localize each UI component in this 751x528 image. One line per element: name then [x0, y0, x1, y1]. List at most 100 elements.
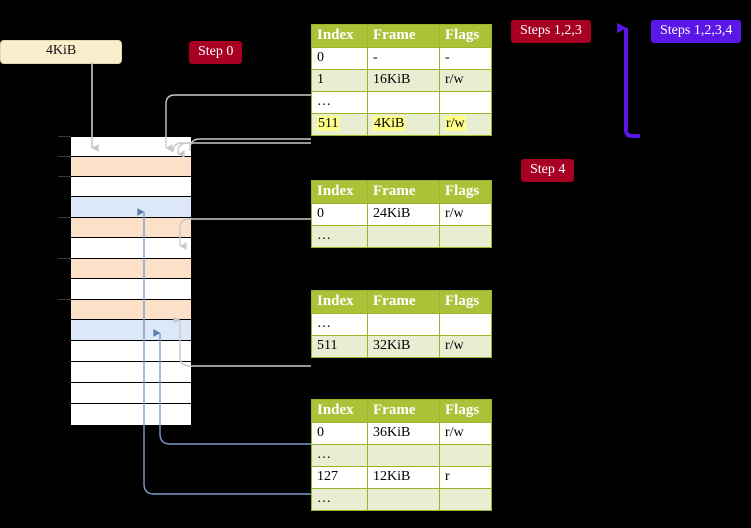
column-header: Frame: [367, 180, 440, 204]
table-cell: …: [311, 313, 368, 336]
table-cell: 36KiB: [367, 422, 440, 445]
page-box-4kib: 4KiB: [0, 40, 122, 64]
table-cell: [367, 488, 440, 511]
table-cell: 16KiB: [367, 69, 440, 92]
memory-frame-row: [71, 320, 191, 341]
connector-frame-4kib: [177, 142, 311, 158]
table-cell: …: [311, 91, 368, 114]
table-cell: -: [367, 47, 440, 70]
highlighted-value: 511: [317, 116, 340, 131]
page-box-label: 4KiB: [45, 43, 77, 58]
table-cell: 12KiB: [367, 466, 440, 489]
column-header: Flags: [439, 290, 492, 314]
table-cell: 1: [311, 69, 368, 92]
column-header: Flags: [439, 399, 492, 423]
table-cell: 127: [311, 466, 368, 489]
connector-pdpt-to-memory: [179, 218, 311, 250]
table-row: …: [311, 313, 492, 336]
column-header: Index: [311, 399, 368, 423]
memory-frame-row: [71, 279, 191, 300]
badge-step4: Step 4: [521, 159, 575, 182]
memory-tick: [58, 217, 71, 218]
memory-frame-row: [71, 341, 191, 362]
table-row: 0--: [311, 47, 492, 70]
table-cell: [367, 91, 440, 114]
table-cell: [439, 225, 492, 248]
memory-frame-row: [71, 300, 191, 320]
table-cell: 0: [311, 203, 368, 226]
table-cell: [367, 444, 440, 467]
table-cell: 4KiB: [367, 113, 440, 136]
memory-frame-row: [71, 362, 191, 383]
table-cell: r/w: [439, 113, 492, 136]
table-row: …: [311, 91, 492, 114]
table-cell: [439, 444, 492, 467]
column-header: Flags: [439, 24, 492, 48]
column-header: Index: [311, 24, 368, 48]
memory-frame-row: [71, 177, 191, 197]
memory-tick: [58, 176, 71, 177]
table-cell: r/w: [439, 69, 492, 92]
table-cell: …: [311, 488, 368, 511]
table-cell: 511: [311, 113, 368, 136]
connector-pd-to-memory: [173, 316, 311, 367]
highlighted-value: r/w: [445, 116, 466, 131]
table-cell: 32KiB: [367, 335, 440, 358]
badge-step0: Step 0: [189, 41, 243, 64]
column-header: Frame: [367, 290, 440, 314]
memory-frame-row: [71, 383, 191, 404]
table-cell: r/w: [439, 203, 492, 226]
table-cell: [439, 91, 492, 114]
table-cell: …: [311, 225, 368, 248]
memory-frame-row: [71, 218, 191, 238]
badge-steps123: Steps 1,2,3: [511, 20, 591, 43]
table-cell: …: [311, 444, 368, 467]
memory-tick: [58, 136, 71, 137]
memory-frame-row: [71, 238, 191, 259]
table-row: …: [311, 488, 492, 511]
memory-frame-row: [71, 157, 191, 177]
table-cell: r/w: [439, 335, 492, 358]
column-header: Frame: [367, 24, 440, 48]
table-cell: [367, 225, 440, 248]
highlighted-value: 4KiB: [373, 116, 406, 131]
connector-pml4-stub: [189, 138, 311, 151]
table-cell: [439, 313, 492, 336]
table-cell: 511: [311, 335, 368, 358]
memory-frame-row: [71, 197, 191, 218]
column-header: Index: [311, 290, 368, 314]
table-cell: r/w: [439, 422, 492, 445]
memory-frame-row: [71, 404, 191, 425]
table-row: …: [311, 225, 492, 248]
table-row: 511 4KiB r/w: [311, 113, 492, 136]
memory-frame-row: [71, 259, 191, 279]
table-cell: 24KiB: [367, 203, 440, 226]
column-header: Index: [311, 180, 368, 204]
table-cell: [439, 488, 492, 511]
column-header: Frame: [367, 399, 440, 423]
table-cell: 0: [311, 422, 368, 445]
memory-tick: [58, 258, 71, 259]
column-header: Flags: [439, 180, 492, 204]
memory-tick: [58, 299, 71, 300]
memory-tick: [58, 156, 71, 157]
table-row: …: [311, 444, 492, 467]
table-cell: 0: [311, 47, 368, 70]
table-cell: [367, 313, 440, 336]
table-cell: -: [439, 47, 492, 70]
badge-steps1234: Steps 1,2,3,4: [651, 20, 742, 43]
physical-memory-column: [70, 136, 191, 425]
